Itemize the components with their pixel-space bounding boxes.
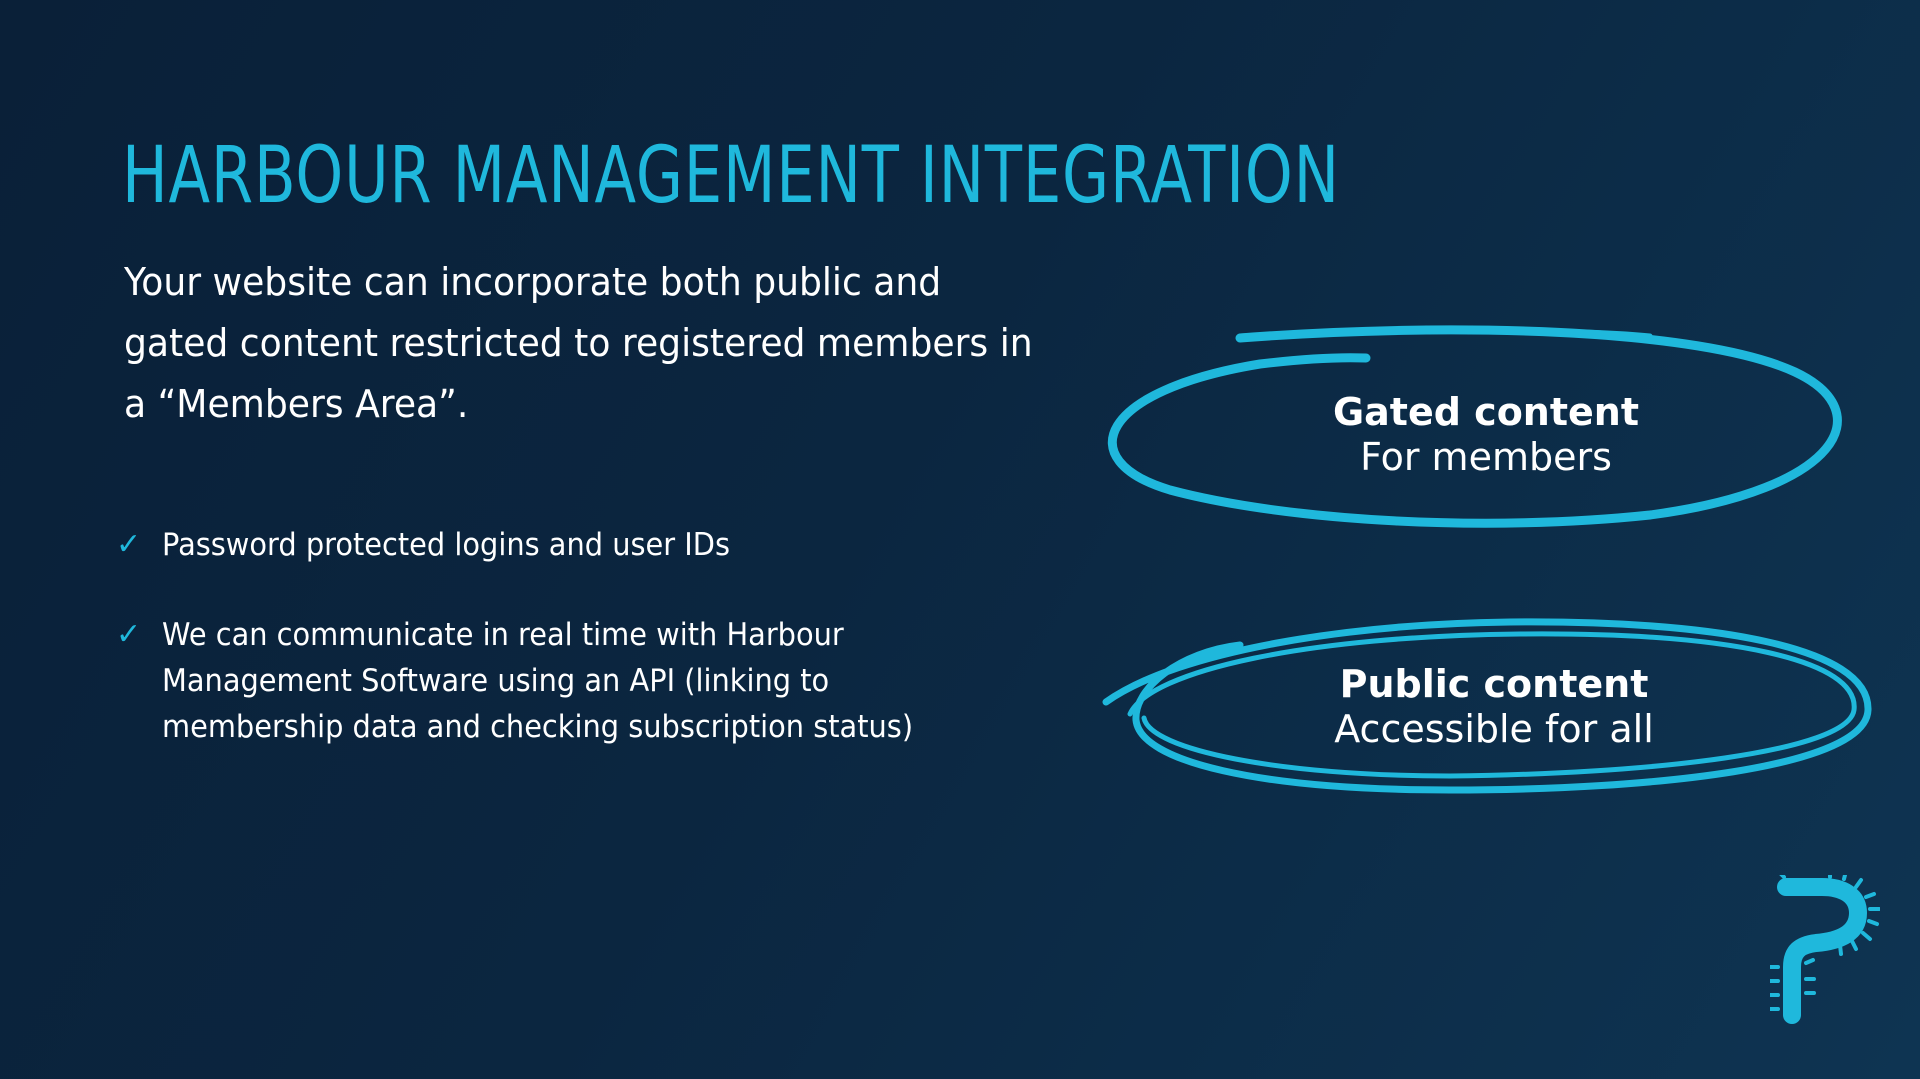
list-item: ✓ We can communicate in real time with H… bbox=[116, 612, 1016, 750]
public-content-label: Public content Accessible for all bbox=[1244, 662, 1744, 752]
gated-heading: Gated content bbox=[1332, 390, 1640, 434]
hand-drawn-circles bbox=[1102, 325, 1872, 794]
gated-subtext: For members bbox=[1360, 435, 1612, 479]
checkmark-icon: ✓ bbox=[116, 527, 142, 562]
public-ellipse bbox=[1102, 618, 1872, 794]
public-subtext: Accessible for all bbox=[1334, 707, 1654, 751]
gated-ellipse bbox=[1107, 325, 1842, 528]
feature-list: ✓ Password protected logins and user IDs… bbox=[116, 522, 1016, 794]
public-heading: Public content bbox=[1339, 662, 1649, 706]
list-item-text: We can communicate in real time with Har… bbox=[162, 617, 914, 745]
gated-content-label: Gated content For members bbox=[1236, 390, 1736, 480]
intro-text: Your website can incorporate both public… bbox=[124, 260, 1033, 426]
list-item-text: Password protected logins and user IDs bbox=[162, 527, 730, 563]
checkmark-icon: ✓ bbox=[116, 617, 142, 652]
brand-p-logo-icon bbox=[1770, 875, 1880, 1024]
list-item: ✓ Password protected logins and user IDs bbox=[116, 522, 1016, 568]
slide-title: HARBOUR MANAGEMENT INTEGRATION bbox=[122, 131, 1340, 221]
